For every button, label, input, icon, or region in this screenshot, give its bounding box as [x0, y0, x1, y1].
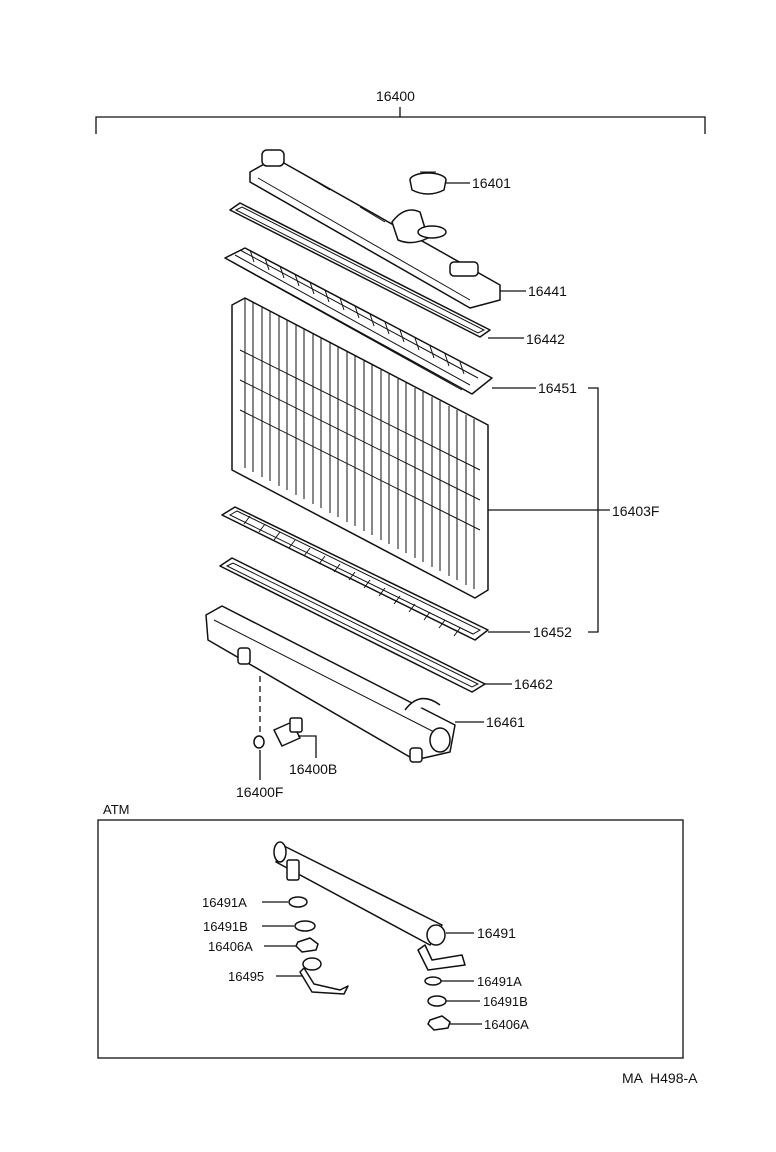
atm-washer-a-right — [424, 976, 442, 986]
atm-washer-b-right — [427, 995, 447, 1007]
label-drain-plug: 16400F — [236, 784, 283, 800]
atm-washer-a-left — [288, 896, 308, 908]
radiator-cap — [409, 171, 447, 195]
label-core: 16403F — [612, 503, 659, 519]
atm-label-washer-b-left: 16491B — [203, 919, 248, 934]
lower-core-plate — [221, 506, 489, 641]
atm-label-washer-a-right: 16491A — [477, 974, 522, 989]
label-upper-gasket: 16442 — [526, 331, 565, 347]
label-cap: 16401 — [472, 175, 511, 191]
label-lower-gasket: 16462 — [514, 676, 553, 692]
atm-hose-connector — [299, 957, 349, 995]
atm-box — [97, 819, 684, 1059]
leader-lines — [446, 182, 610, 723]
assembly-bracket — [95, 107, 706, 134]
atm-title: ATM — [103, 802, 129, 817]
label-upper-tank: 16441 — [528, 283, 567, 299]
atm-cooler-pipe — [273, 841, 466, 971]
atm-label-hose-connector: 16495 — [228, 969, 264, 984]
label-lower-tank: 16461 — [486, 714, 525, 730]
drain-cock — [273, 717, 303, 747]
atm-leader-lines — [262, 901, 482, 1025]
atm-label-nut-left: 16406A — [208, 939, 253, 954]
atm-label-washer-b-right: 16491B — [483, 994, 528, 1009]
radiator-core — [231, 297, 489, 599]
label-drain-cock: 16400B — [289, 761, 337, 777]
upper-tank — [249, 149, 501, 309]
atm-nut-right — [427, 1015, 451, 1031]
atm-label-nut-right: 16406A — [484, 1017, 529, 1032]
atm-nut-left — [295, 937, 319, 953]
atm-washer-b-left — [294, 920, 316, 932]
upper-core-plate — [224, 247, 493, 395]
lower-tank — [205, 605, 456, 763]
atm-label-cooler-pipe: 16491 — [477, 925, 516, 941]
drain-plug-oring — [253, 735, 265, 749]
upper-gasket — [229, 202, 491, 338]
label-upper-plate: 16451 — [538, 380, 577, 396]
assembly-part-number: 16400 — [376, 88, 415, 104]
atm-label-washer-a-left: 16491A — [202, 895, 247, 910]
diagram-code: MA H498-A — [622, 1070, 698, 1086]
label-lower-plate: 16452 — [533, 624, 572, 640]
